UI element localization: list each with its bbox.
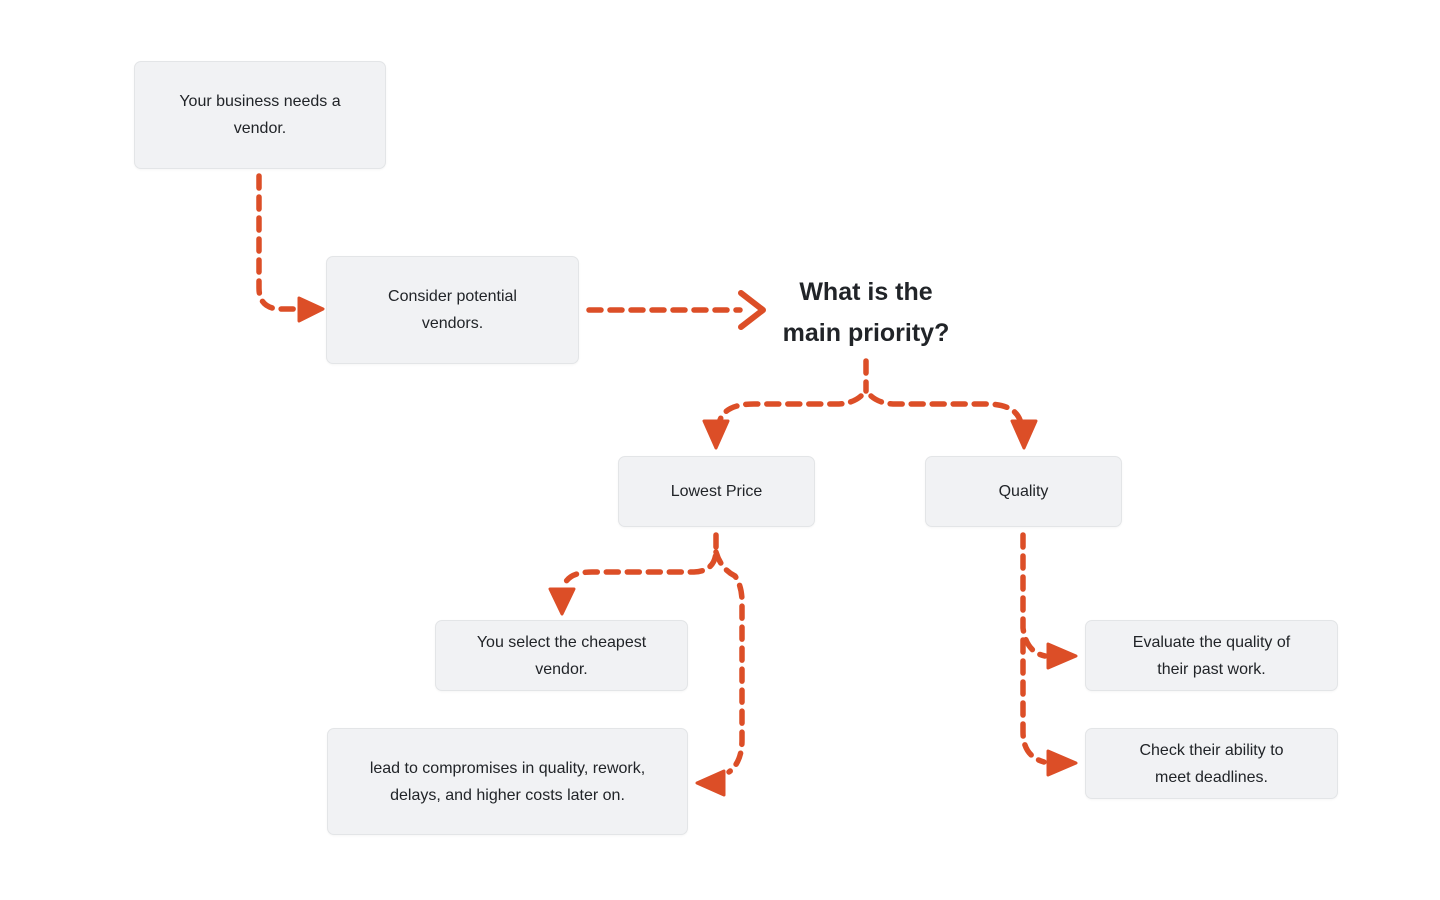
node-cheapest-vendor-label: You select the cheapest vendor.	[476, 633, 647, 678]
arrowhead-left-compromises	[695, 769, 726, 797]
node-cheapest-vendor: You select the cheapest vendor.	[435, 620, 688, 691]
node-consider-vendors-label: Consider potential vendors.	[388, 288, 517, 332]
node-check-deadlines: Check their ability to meet deadlines.	[1085, 728, 1338, 799]
question-title-label: What is the main priority?	[782, 278, 950, 347]
node-vendor-need-label: Your business needs a vendor.	[179, 93, 341, 137]
node-lowest-price-label: Lowest Price	[670, 483, 763, 500]
node-quality-label: Quality	[998, 483, 1049, 500]
connector-lowestprice-compromises	[713, 549, 745, 775]
arrowhead-right-deadlines	[1046, 749, 1078, 777]
question-title: What is the main priority?	[776, 272, 956, 354]
node-quality: Quality	[925, 456, 1122, 527]
connector-quality-deadlines	[1020, 637, 1047, 765]
node-evaluate-quality: Evaluate the quality of their past work.	[1085, 620, 1338, 691]
node-evaluate-quality-label: Evaluate the quality of their past work.	[1132, 633, 1291, 678]
connector-title-quality	[868, 393, 1023, 423]
arrowhead-down-cheapest	[548, 587, 576, 616]
connector-lowestprice-cheapest	[561, 532, 719, 589]
node-lowest-price: Lowest Price	[618, 456, 815, 527]
arrowhead-right-consider	[297, 296, 325, 323]
arrowhead-down-quality	[1010, 419, 1038, 450]
arrowhead-down-lowestprice	[702, 419, 730, 450]
node-consider-vendors: Consider potential vendors.	[326, 256, 579, 364]
node-vendor-need: Your business needs a vendor.	[134, 61, 386, 169]
node-check-deadlines-label: Check their ability to meet deadlines.	[1139, 741, 1284, 786]
node-compromises: lead to compromises in quality, rework, …	[327, 728, 688, 835]
connector-quality-evaluate	[1020, 532, 1048, 659]
node-compromises-label: lead to compromises in quality, rework, …	[369, 759, 646, 804]
arrowhead-chevron-title	[738, 290, 766, 330]
arrowhead-right-evaluate	[1046, 642, 1078, 670]
connector-vendorneed-consider	[256, 173, 300, 312]
connector-title-lowestprice	[717, 393, 864, 423]
